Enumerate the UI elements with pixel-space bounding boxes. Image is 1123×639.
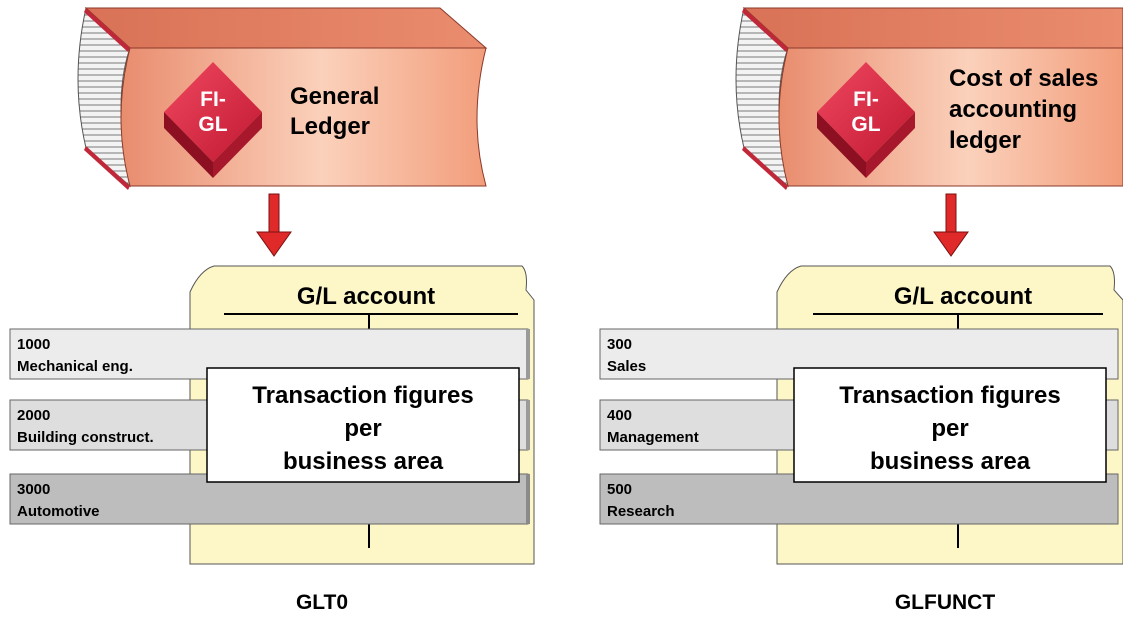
book-general-ledger [77, 7, 488, 190]
ledger-title-line-2: accounting [949, 96, 1077, 123]
center-line-1: Transaction figures [839, 382, 1060, 409]
row-number: 3000 [17, 481, 50, 498]
card-header: G/L account [894, 283, 1032, 310]
center-line-3: business area [870, 448, 1031, 475]
table-name: GLT0 [296, 591, 348, 614]
book-spine-bottom [84, 146, 130, 190]
ledger-title-line-1: General [290, 83, 379, 110]
ledger-general: FI- GL General Ledger G/L account 1000 M… [9, 7, 535, 614]
fi-gl-badge: FI- GL [817, 62, 915, 178]
row-name: Sales [607, 358, 646, 375]
ledger-title-line-3: ledger [949, 127, 1021, 154]
table-name: GLFUNCT [895, 591, 995, 614]
row-number: 400 [607, 407, 632, 424]
row-name: Mechanical eng. [17, 358, 133, 375]
center-line-1: Transaction figures [252, 382, 473, 409]
row-name: Building construct. [17, 429, 154, 446]
badge-line-1: FI- [853, 88, 879, 111]
book-spine-bottom [742, 146, 788, 190]
row-number: 500 [607, 481, 632, 498]
transaction-figures-box: Transaction figures per business area [793, 367, 1107, 483]
row-number: 2000 [17, 407, 50, 424]
fi-gl-badge: FI- GL [164, 62, 262, 178]
center-line-2: per [931, 415, 968, 442]
down-arrow [933, 193, 969, 257]
ledger-title-line-1: Cost of sales [949, 65, 1098, 92]
center-line-2: per [344, 415, 381, 442]
badge-line-2: GL [851, 113, 880, 136]
row-name: Research [607, 503, 675, 520]
down-arrow [256, 193, 292, 257]
badge-line-2: GL [198, 113, 227, 136]
book-spine-top [84, 8, 130, 52]
row-name: Management [607, 429, 699, 446]
row-number: 1000 [17, 336, 50, 353]
ledger-cost-of-sales: FI- GL Cost of sales accounting ledger G… [599, 7, 1123, 614]
book-top-cover [742, 7, 1123, 49]
book-spine-top [742, 8, 788, 52]
row-name: Automotive [17, 503, 100, 520]
badge-line-1: FI- [200, 88, 226, 111]
row-number: 300 [607, 336, 632, 353]
book-top-cover [84, 7, 488, 49]
ledger-title-line-2: Ledger [290, 113, 370, 140]
transaction-figures-box: Transaction figures per business area [206, 367, 520, 483]
center-line-3: business area [283, 448, 444, 475]
card-header: G/L account [297, 283, 435, 310]
